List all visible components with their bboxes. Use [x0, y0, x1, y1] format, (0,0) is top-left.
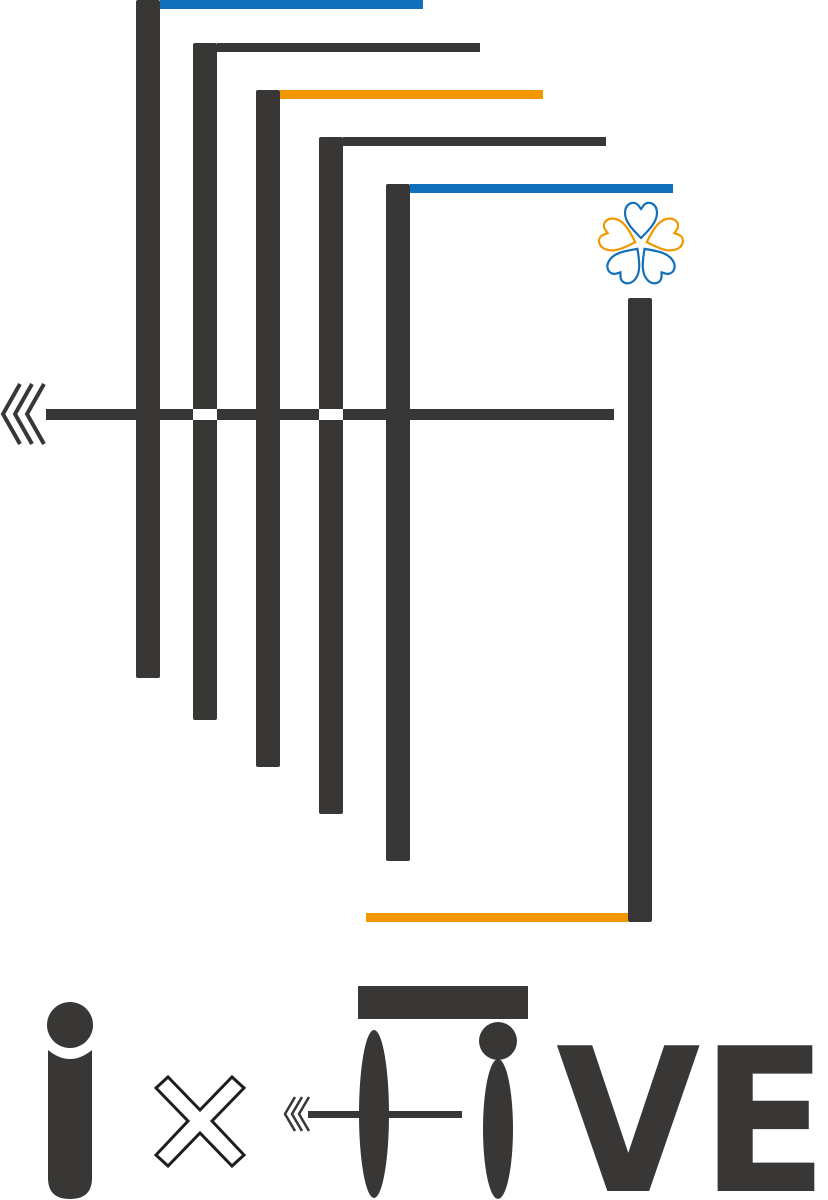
x-cross-icon	[153, 1074, 247, 1169]
wordmark: VE	[47, 986, 828, 1200]
upper-graphic	[0, 0, 685, 922]
small-triple-chevron-left-icon	[283, 1096, 311, 1132]
l-shape-2	[193, 43, 480, 720]
heart-flower-icon	[597, 201, 685, 285]
letters-ve: VE	[556, 1006, 828, 1200]
l-shape-1	[136, 0, 423, 678]
l-shape-4	[319, 137, 606, 814]
right-bracket	[366, 298, 652, 922]
letter-f	[308, 986, 528, 1198]
arrow-shaft	[46, 409, 614, 420]
letter-i-1	[47, 1002, 93, 1199]
letter-e: E	[700, 1006, 828, 1200]
letter-v: V	[556, 1006, 700, 1200]
l-shape-3	[256, 90, 543, 767]
l-shape-5	[386, 184, 673, 861]
letter-i-2	[479, 1022, 517, 1199]
triple-chevron-left-icon	[0, 383, 46, 445]
